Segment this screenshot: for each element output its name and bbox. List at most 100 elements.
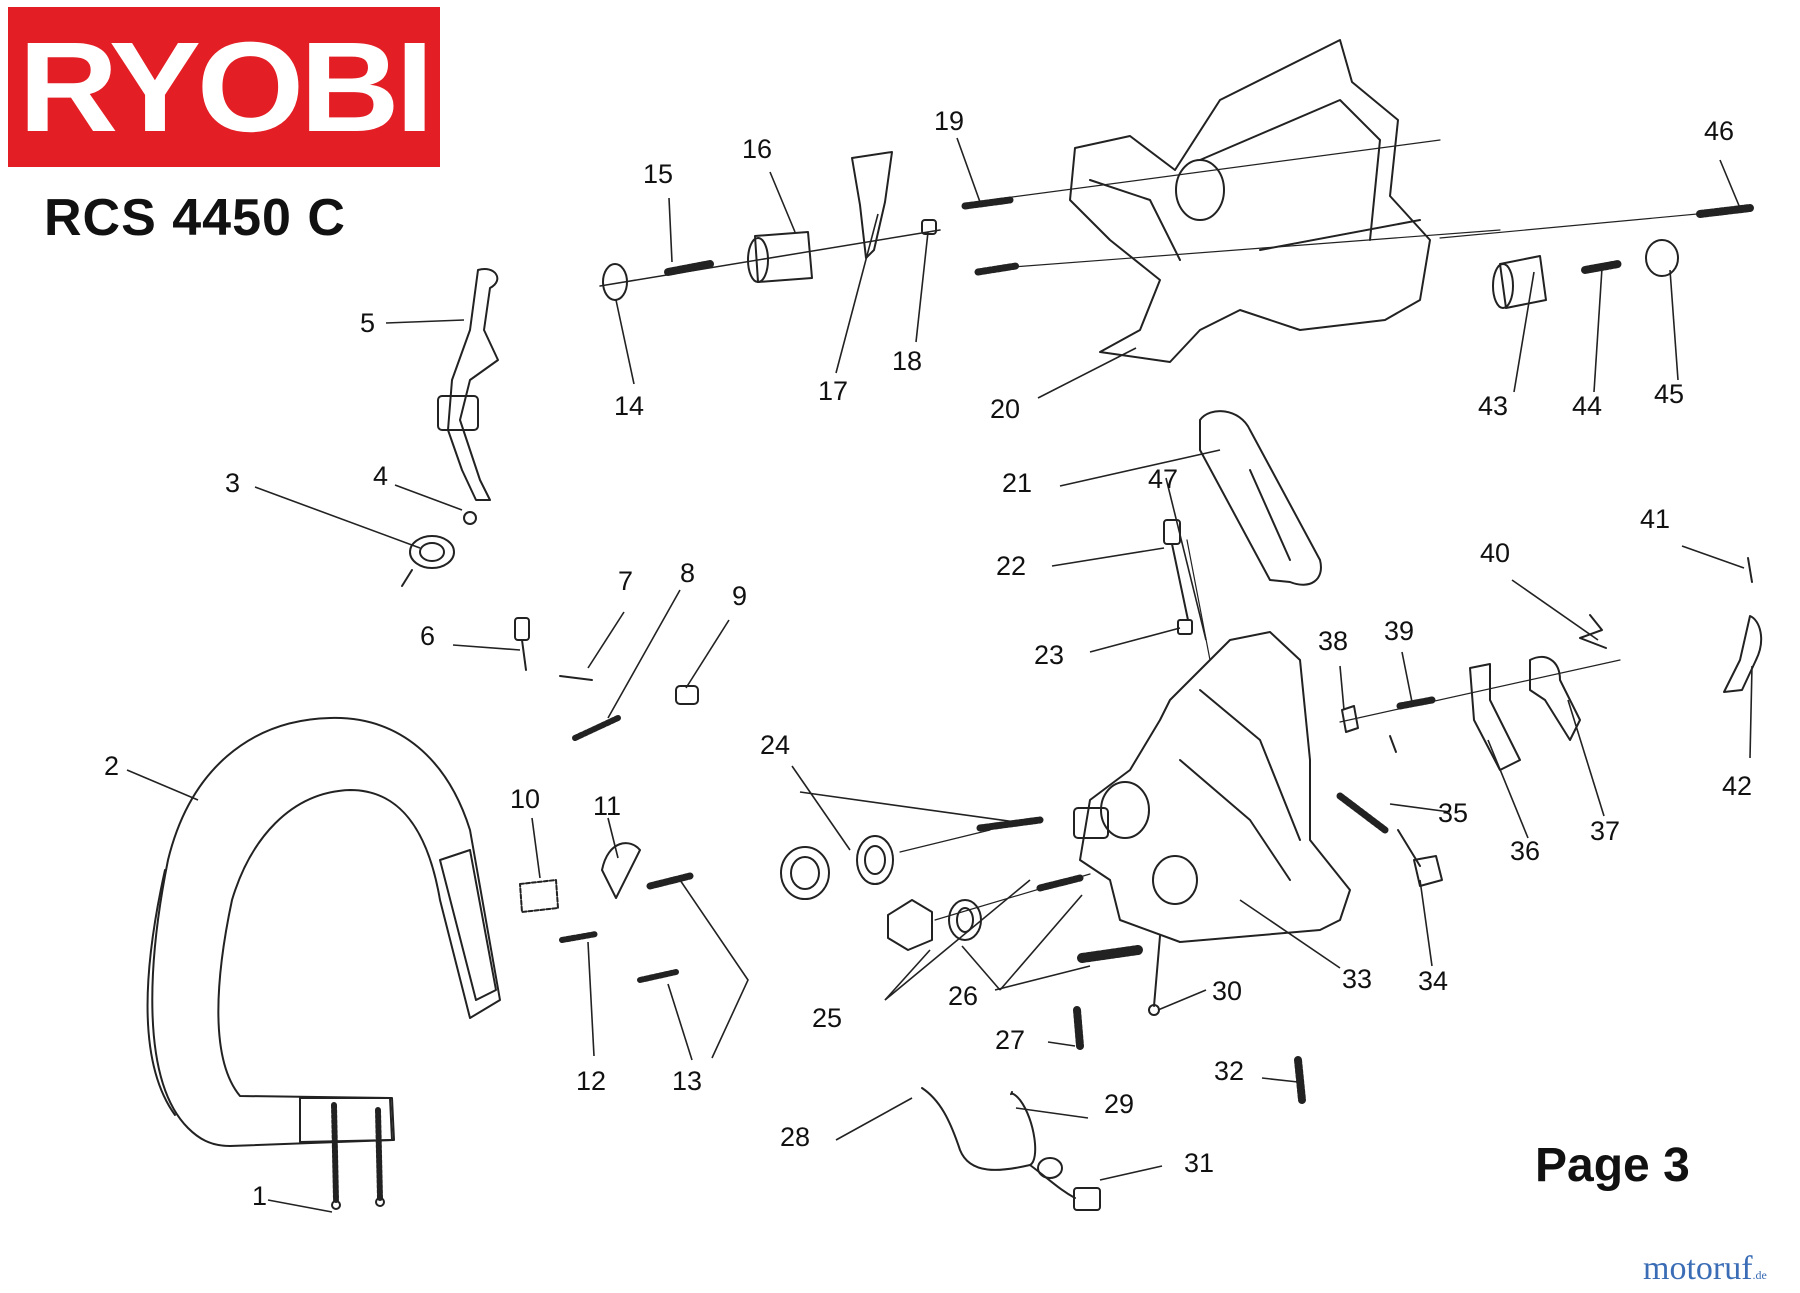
spring-10-part [519, 879, 559, 913]
spring-coil-part [409, 535, 455, 569]
callout-35: 35 [1438, 798, 1468, 828]
callout-29: 29 [1104, 1089, 1134, 1119]
screw-34-part [1413, 855, 1443, 887]
plate-17-part [851, 151, 893, 259]
main-housing-33-part [1079, 631, 1351, 943]
callout-6: 6 [420, 621, 435, 651]
lever-37-part [1529, 655, 1581, 741]
callout-25: 25 [812, 1003, 842, 1033]
front-handle-pad [439, 849, 497, 1001]
callout-27: 27 [995, 1025, 1025, 1055]
callout-28: 28 [780, 1122, 810, 1152]
callout-47: 47 [1148, 464, 1178, 494]
callout-30: 30 [1212, 976, 1242, 1006]
callout-44: 44 [1572, 391, 1602, 421]
pin-part [514, 617, 530, 641]
callout-38: 38 [1318, 626, 1348, 656]
screw-19-part [961, 196, 1014, 210]
front-handle-grip [299, 1097, 395, 1143]
callout-34: 34 [1418, 966, 1448, 996]
callout-18: 18 [892, 346, 922, 376]
handle-grip-21-part [1199, 410, 1322, 586]
damper-16-part [754, 231, 813, 283]
screw-1a-part [331, 1102, 339, 1203]
damper-43-part [1499, 255, 1547, 309]
callout-19: 19 [934, 106, 964, 136]
callout-7: 7 [618, 566, 633, 596]
callout-2: 2 [104, 751, 119, 781]
callout-12: 12 [576, 1066, 606, 1096]
callout-14: 14 [614, 391, 644, 421]
ryobi-logo-text: RYOBI [18, 15, 433, 159]
callout-20: 20 [990, 394, 1020, 424]
lever-36-part [1469, 663, 1521, 771]
washer-38-part [1341, 705, 1359, 733]
page-label: Page 3 [1535, 1139, 1690, 1192]
callout-43: 43 [1478, 391, 1508, 421]
callout-5: 5 [360, 308, 375, 338]
cable-42-part [1723, 615, 1763, 693]
switch-31-part [1073, 1187, 1101, 1211]
model-title: RCS 4450 C [44, 189, 346, 247]
callout-10: 10 [510, 784, 540, 814]
screw-15-part [664, 260, 714, 276]
watermark: motoruf.de [1643, 1250, 1767, 1288]
callout-11: 11 [593, 791, 621, 821]
screw-44-part [1581, 260, 1622, 274]
spring-26-lower-part [1077, 945, 1143, 963]
screw-46-part [1696, 204, 1754, 218]
callout-36: 36 [1510, 836, 1540, 866]
spring-clip-part [559, 675, 593, 681]
cap-24-part [780, 846, 830, 900]
housing-bracket-part [1073, 807, 1109, 839]
watermark-suffix: .de [1752, 1268, 1767, 1282]
small-washer-part [463, 511, 477, 525]
callout-46: 46 [1704, 116, 1734, 146]
callout-1: 1 [252, 1181, 267, 1211]
screw-13b-part [637, 969, 679, 983]
callout-24: 24 [760, 730, 790, 760]
washer-45-part [1645, 239, 1679, 277]
callout-23: 23 [1034, 640, 1064, 670]
callout-22: 22 [996, 551, 1026, 581]
screw-32-part [1294, 1056, 1306, 1104]
screw-13a-part [646, 872, 694, 890]
callout-16: 16 [742, 134, 772, 164]
throttle-rod-part [447, 268, 499, 501]
sleeve-23-part [1177, 619, 1193, 635]
screw-1b-part [375, 1107, 383, 1201]
callout-37: 37 [1590, 816, 1620, 846]
callout-15: 15 [643, 159, 673, 189]
callout-33: 33 [1342, 964, 1372, 994]
cap-25-part [887, 899, 933, 951]
callout-8: 8 [680, 558, 695, 588]
bushing-39-part [1396, 696, 1436, 710]
housing-port-part [1100, 781, 1150, 839]
filter-24-part [976, 816, 1044, 832]
leader-lines [126, 137, 1753, 1213]
ryobi-logo: RYOBI [8, 7, 440, 167]
washer-14-part [602, 263, 628, 301]
callout-4: 4 [373, 461, 388, 491]
callout-32: 32 [1214, 1056, 1244, 1086]
callout-9: 9 [732, 581, 747, 611]
ignition-cable-part [921, 1087, 1037, 1171]
front-handle-inner-line [146, 869, 176, 1116]
grommet-part [437, 395, 479, 431]
spring-part [572, 715, 621, 741]
bracket-11-part [601, 842, 641, 899]
callout-numbers: 1 2 3 4 5 6 7 8 9 10 11 12 13 14 15 16 1… [104, 106, 1752, 1211]
nut-18-part [921, 219, 937, 235]
ring-24-part [856, 835, 894, 885]
watermark-text: motoruf [1643, 1250, 1753, 1287]
callout-31: 31 [1184, 1148, 1214, 1178]
front-handle-part [151, 716, 501, 1147]
callout-41: 41 [1640, 504, 1670, 534]
spring-40-part [1579, 614, 1607, 649]
callout-3: 3 [225, 468, 240, 498]
screw-27-part [1073, 1006, 1084, 1050]
callout-13: 13 [672, 1066, 702, 1096]
callout-21: 21 [1002, 468, 1032, 498]
rod-35-part [1336, 792, 1389, 834]
